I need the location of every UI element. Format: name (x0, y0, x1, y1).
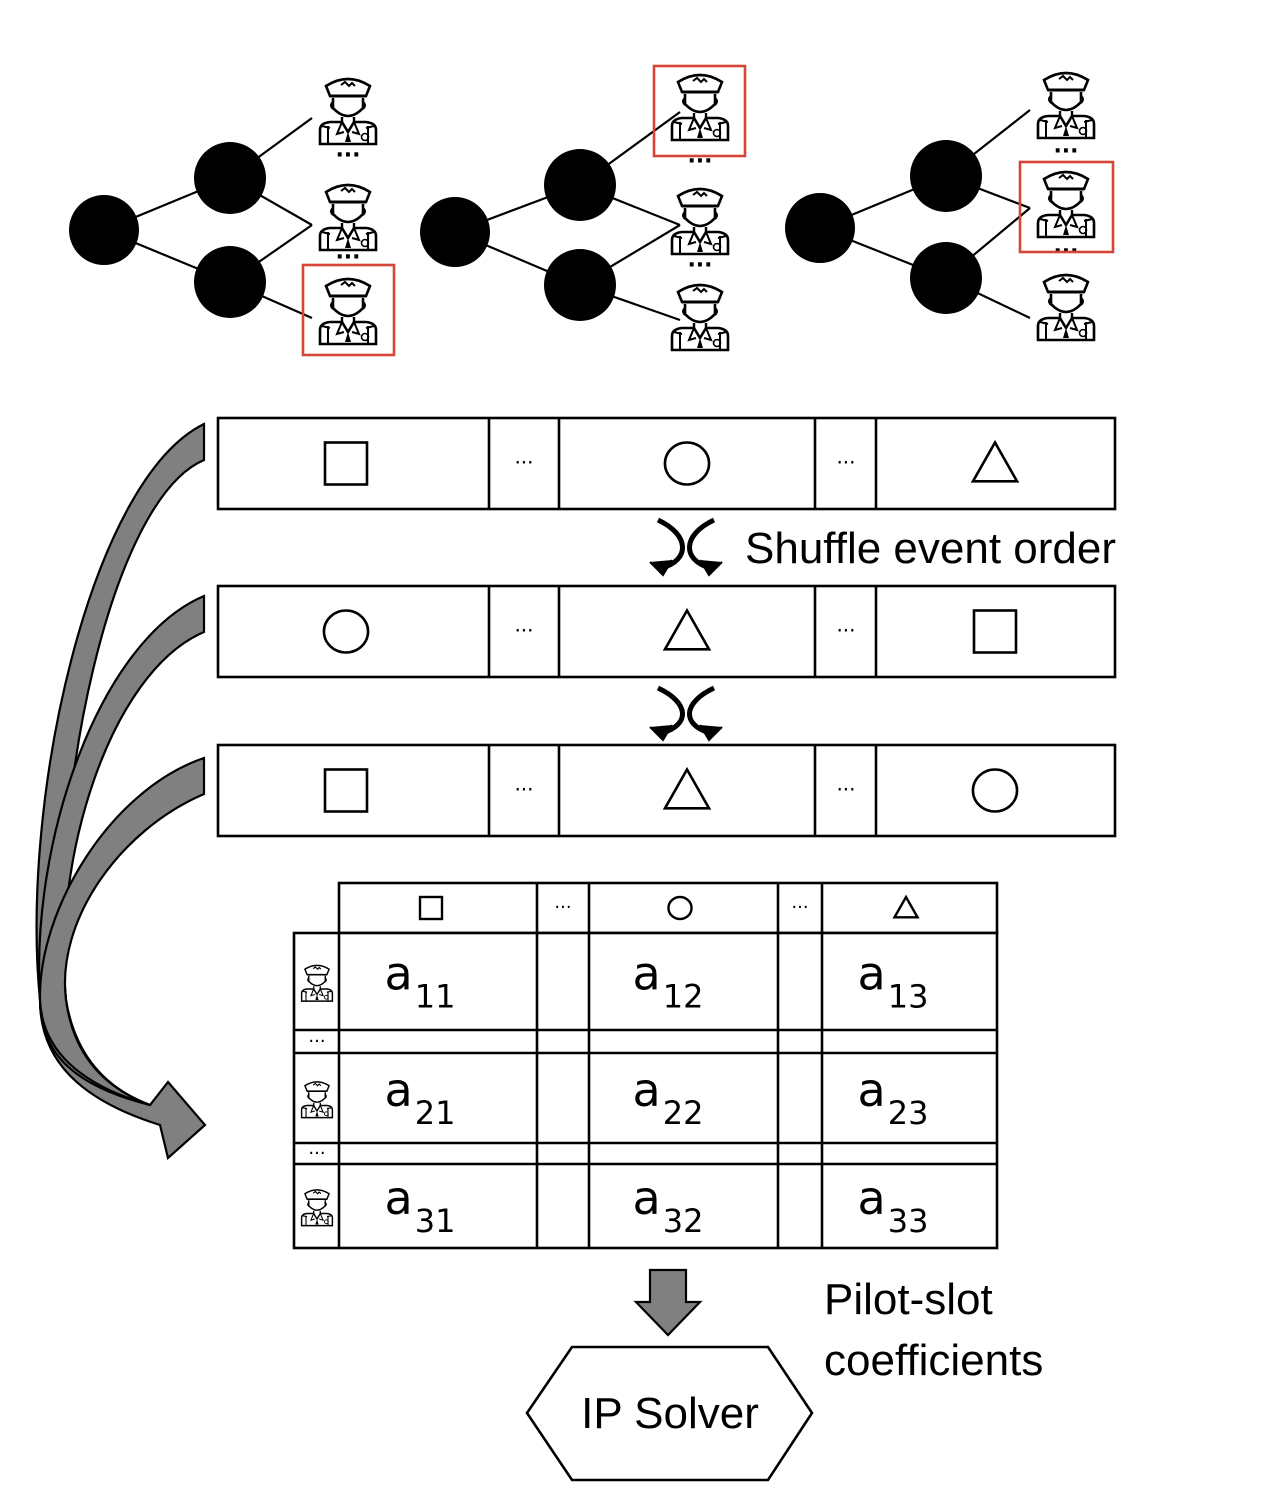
ellipsis-label: ··· (514, 619, 533, 643)
ellipsis-label: ··· (836, 619, 855, 643)
solver-hexagon (525, 1345, 814, 1482)
coefficient-cell: a32 (633, 1171, 704, 1240)
triangle-icon (892, 894, 920, 919)
coefficient-cell: a13 (858, 947, 929, 1016)
square-icon (323, 768, 369, 813)
pilot-icon (318, 183, 378, 252)
tree-node (194, 142, 266, 214)
sequence-frame (216, 416, 1117, 511)
pilot-icon (670, 187, 730, 256)
tree-node (544, 149, 616, 221)
pilot-icon (1036, 170, 1096, 239)
coefficient-matrix: ··· ··· ··· ··· a11 a12 a13 a21 a22 a23 a31 a32 a33 (292, 881, 999, 1250)
pilot-slot-label-cont: coefficients (824, 1336, 1043, 1385)
swap-arrows-icon (649, 517, 723, 577)
pilot-icon (318, 277, 378, 346)
selected-pilot-highlight (1018, 160, 1115, 254)
ellipsis-label: ··· (554, 897, 571, 918)
ellipsis-label: ··· (687, 149, 712, 174)
triangle-icon (662, 766, 712, 810)
ellipsis-label: ··· (308, 1143, 325, 1164)
ellipsis-label: ··· (335, 143, 360, 168)
solver-label: IP Solver (581, 1389, 759, 1438)
sequence-row: ··· ··· (216, 416, 1117, 511)
tree-node (544, 249, 616, 321)
ellipsis-label: ··· (836, 778, 855, 802)
tree-node (194, 246, 266, 318)
circle-icon (322, 609, 370, 654)
selected-pilot-highlight (301, 263, 396, 357)
pilot-slot-label: Pilot-slot (824, 1275, 993, 1324)
ellipsis-label: ··· (1053, 139, 1078, 164)
circle-icon (971, 768, 1019, 813)
triangle-icon (970, 439, 1020, 483)
pilot-icon (318, 77, 378, 146)
sequence-frame (216, 743, 1117, 838)
event-sequences: ··· ··· ··· ··· ··· ··· (216, 416, 1117, 838)
tree-node (910, 140, 982, 212)
swap-arrows-icon (649, 685, 723, 742)
root-node (69, 195, 139, 265)
circle-icon (667, 895, 693, 921)
coefficient-cell: a11 (385, 947, 456, 1016)
pilot-icon (1036, 273, 1096, 342)
tree-node (910, 242, 982, 314)
pilot-icon (670, 283, 730, 352)
square-icon (972, 609, 1018, 654)
selected-pilot-highlight (652, 64, 747, 158)
ellipsis-label: ··· (791, 897, 808, 918)
triangle-icon (662, 607, 712, 651)
flow-arrows (35, 422, 207, 1161)
tree-1: ··· ··· (69, 77, 396, 357)
coefficient-cell: a33 (858, 1171, 929, 1240)
ellipsis-label: ··· (308, 1031, 325, 1052)
ellipsis-label: ··· (514, 778, 533, 802)
coefficient-cell: a21 (385, 1063, 456, 1132)
coefficient-cell: a22 (633, 1063, 704, 1132)
ellipsis-label: ··· (514, 451, 533, 475)
shuffle-label: Shuffle event order (745, 524, 1116, 573)
root-node (785, 193, 855, 263)
circle-icon (663, 441, 711, 486)
pilot-icon (1036, 71, 1096, 140)
square-icon (418, 895, 444, 921)
ellipsis-label: ··· (687, 253, 712, 278)
coefficient-cell: a23 (858, 1063, 929, 1132)
matrix-body (292, 931, 999, 1250)
coefficient-cell: a31 (385, 1171, 456, 1240)
square-icon (323, 441, 369, 486)
tree-2: ··· ··· (420, 64, 747, 352)
coefficient-cell: a12 (633, 947, 704, 1016)
sequence-row: ··· ··· (216, 743, 1117, 838)
tree-3: ··· ··· (785, 71, 1115, 342)
sequence-row: ··· ··· (216, 584, 1117, 679)
ellipsis-label: ··· (836, 451, 855, 475)
pilot-icon (670, 73, 730, 142)
curved-arrow (38, 756, 206, 1107)
sequence-frame (216, 584, 1117, 679)
down-arrow (633, 1268, 703, 1337)
root-node (420, 197, 490, 267)
